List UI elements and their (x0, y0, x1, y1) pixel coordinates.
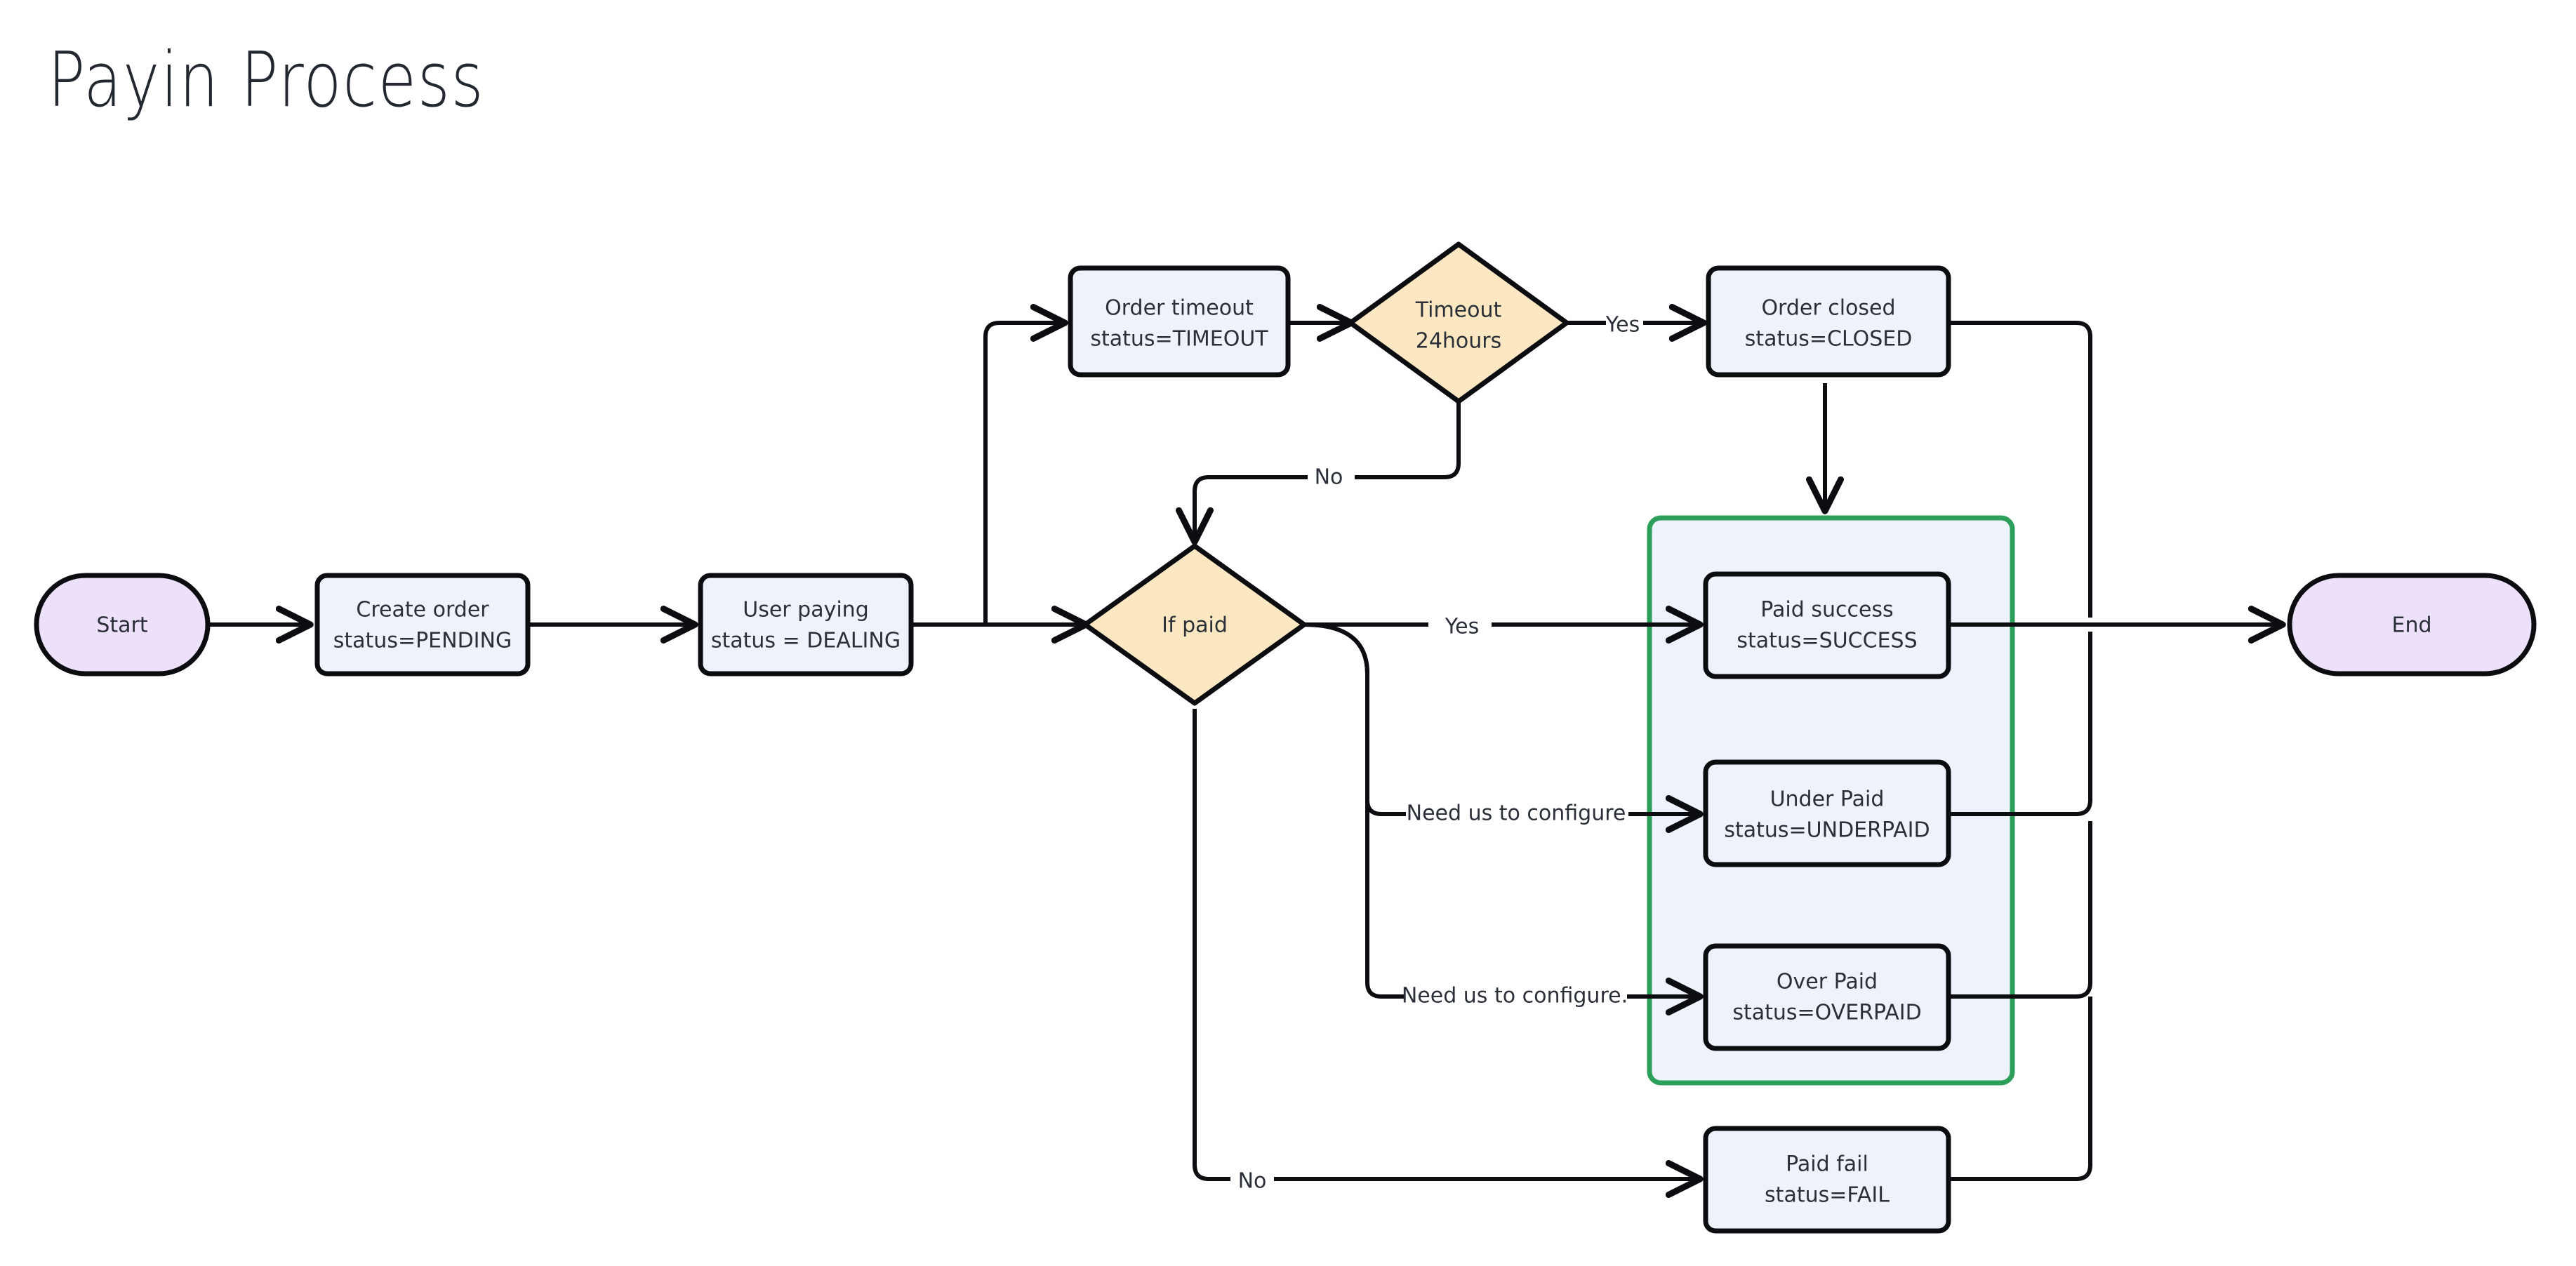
timeout-decision-shape (1348, 241, 1569, 404)
start-shape (34, 573, 211, 677)
node-under-paid[interactable]: Under Paid status=UNDERPAID (1703, 759, 1951, 867)
create-order-line2: status=PENDING (333, 629, 512, 653)
node-timeout-decision[interactable]: Timeout 24hours (1348, 241, 1569, 404)
order-closed-shape (1706, 265, 1951, 378)
if-paid-label: If paid (1162, 613, 1228, 638)
node-order-timeout[interactable]: Order timeout status=TIMEOUT (1068, 265, 1291, 378)
order-timeout-line1: Order timeout (1105, 296, 1254, 321)
timeout-decision-line2: 24hours (1416, 329, 1502, 354)
paid-fail-line1: Paid fail (1786, 1152, 1868, 1177)
order-timeout-shape (1068, 265, 1291, 378)
edge-label-timeout-no: No (1315, 465, 1343, 490)
edge-over-paid-to-end-rail (1948, 821, 2092, 999)
edge-label-if-paid-underpaid: Need us to configure (1407, 801, 1626, 826)
paid-success-line2: status=SUCCESS (1737, 629, 1917, 653)
paid-success-shape (1703, 571, 1951, 679)
timeout-decision-line1: Timeout (1415, 298, 1502, 323)
edge-timeout-no-to-if-paid (1176, 475, 1308, 545)
edge-order-closed-to-end-rail (1948, 321, 2092, 618)
end-label: End (2391, 613, 2431, 638)
under-paid-shape (1703, 759, 1951, 867)
edge-label-if-paid-no: No (1238, 1169, 1267, 1194)
under-paid-line1: Under Paid (1770, 787, 1885, 812)
order-timeout-line2: status=TIMEOUT (1090, 327, 1268, 352)
edge-if-paid-underpaid-stub (1303, 622, 1406, 816)
user-paying-line2: status = DEALING (711, 629, 901, 653)
under-paid-line2: status=UNDERPAID (1724, 818, 1930, 843)
node-over-paid[interactable]: Over Paid status=OVERPAID (1703, 943, 1951, 1051)
node-paid-fail[interactable]: Paid fail status=FAIL (1703, 1126, 1951, 1234)
node-end[interactable]: End (2287, 573, 2537, 677)
edge-label-if-paid-overpaid: Need us to configure. (1402, 984, 1628, 1008)
node-start[interactable]: Start (34, 573, 211, 677)
edge-label-if-paid-yes: Yes (1445, 615, 1479, 639)
paid-fail-line2: status=FAIL (1765, 1183, 1890, 1208)
create-order-line1: Create order (356, 598, 489, 622)
node-user-paying[interactable]: User paying status = DEALING (698, 573, 914, 677)
node-if-paid[interactable]: If paid (1082, 543, 1307, 706)
edge-user-paying-to-order-timeout (983, 304, 1068, 625)
edge-if-paid-no-stub (1193, 709, 1230, 1181)
create-order-shape (314, 573, 531, 677)
paid-success-line1: Paid success (1760, 598, 1893, 622)
node-create-order[interactable]: Create order status=PENDING (314, 573, 531, 677)
end-shape (2287, 573, 2537, 677)
over-paid-line2: status=OVERPAID (1732, 1001, 1921, 1025)
over-paid-shape (1703, 943, 1951, 1051)
node-paid-success[interactable]: Paid success status=SUCCESS (1703, 571, 1951, 679)
if-paid-shape (1082, 543, 1307, 706)
edge-paid-fail-to-end-rail (1948, 997, 2092, 1181)
edge-under-paid-to-end-rail (1948, 632, 2092, 816)
node-order-closed[interactable]: Order closed status=CLOSED (1706, 265, 1951, 378)
user-paying-line1: User paying (743, 598, 869, 622)
start-label: Start (96, 613, 148, 638)
page-title: Payin Process (48, 36, 485, 124)
paid-fail-shape (1703, 1126, 1951, 1234)
edge-timeout-no-right-segment (1355, 397, 1461, 479)
user-paying-shape (698, 573, 914, 677)
edge-if-paid-overpaid-stub (1303, 622, 1404, 999)
order-closed-line2: status=CLOSED (1745, 327, 1913, 352)
over-paid-line1: Over Paid (1777, 970, 1878, 994)
order-closed-line1: Order closed (1761, 296, 1895, 321)
edge-label-timeout-yes: Yes (1605, 313, 1640, 338)
